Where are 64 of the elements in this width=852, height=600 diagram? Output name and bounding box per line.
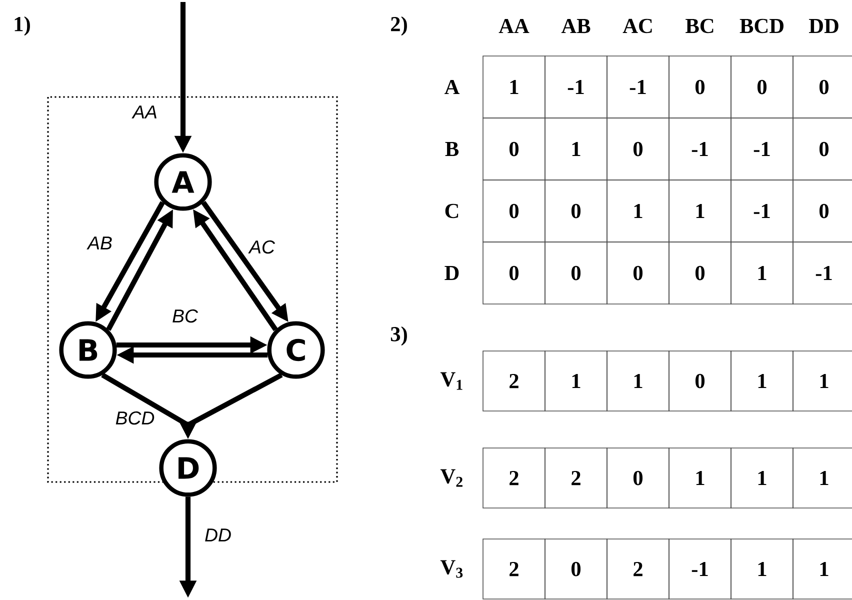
- table-cell: 0: [482, 242, 546, 304]
- column-header: AA: [498, 18, 530, 34]
- table-cell: 1: [544, 118, 608, 180]
- row-label: V$_{3}$: [440, 560, 463, 578]
- table-cell: 0: [606, 242, 670, 304]
- table-cell: 0: [482, 180, 546, 242]
- table-cell: 2: [482, 350, 546, 412]
- table-cell: -1: [544, 56, 608, 118]
- table-cell: 0: [606, 118, 670, 180]
- panel-number: 2): [391, 16, 407, 36]
- table-cell: 1: [730, 448, 794, 508]
- table-cell: 1: [668, 180, 732, 242]
- table-cell: 0: [544, 538, 608, 600]
- table-cell: 1: [482, 56, 546, 118]
- table-cell: 0: [792, 118, 852, 180]
- table-cell: -1: [668, 118, 732, 180]
- panel-number: 3): [390, 326, 407, 346]
- table-cell: -1: [606, 56, 670, 118]
- table-cell: -1: [730, 118, 794, 180]
- table-cell: 0: [668, 350, 732, 412]
- table-cell: -1: [668, 538, 732, 600]
- table-cell: 0: [668, 242, 732, 304]
- table-cell: -1: [730, 180, 794, 242]
- edge-label: AA: [131, 104, 159, 120]
- row-label: D: [444, 266, 459, 280]
- edge-label: BCD: [114, 410, 156, 426]
- table-cell: 1: [792, 350, 852, 412]
- table-cell: 1: [668, 448, 732, 508]
- table-cell: 0: [668, 56, 732, 118]
- table-cell: 0: [792, 56, 852, 118]
- table-cell: 2: [482, 538, 546, 600]
- edge-label: BC: [170, 308, 200, 324]
- table-cell: 0: [544, 242, 608, 304]
- column-header: AC: [622, 18, 652, 34]
- edge-label: AB: [86, 235, 114, 251]
- column-header: AB: [561, 18, 590, 34]
- table-cell: 1: [606, 180, 670, 242]
- edge-label: AC: [248, 239, 276, 255]
- table-cell: 1: [606, 350, 670, 412]
- edge-label: DD: [203, 527, 233, 543]
- row-label: C: [445, 204, 458, 218]
- table-cell: -1: [792, 242, 852, 304]
- table-cell: 1: [792, 538, 852, 600]
- column-header: BC: [686, 18, 714, 34]
- row-label: V$_{2}$: [440, 469, 462, 487]
- table-cell: 2: [544, 448, 608, 508]
- table-cell: 0: [544, 180, 608, 242]
- table-cell: 0: [730, 56, 794, 118]
- table-cell: 1: [730, 538, 794, 600]
- table-cell: 0: [482, 118, 546, 180]
- row-label: B: [445, 142, 459, 156]
- table-cell: 1: [730, 350, 794, 412]
- row-label: A: [444, 80, 460, 94]
- column-header: BCD: [740, 18, 784, 34]
- table-cell: 0: [606, 448, 670, 508]
- table-cell: 1: [730, 242, 794, 304]
- table-cell: 2: [606, 538, 670, 600]
- table-cell: 2: [482, 448, 546, 508]
- table-cell: 1: [544, 350, 608, 412]
- table-cell: 0: [792, 180, 852, 242]
- column-header: DD: [808, 19, 838, 33]
- panel-number: 1): [14, 16, 30, 36]
- table-cell: 1: [792, 448, 852, 508]
- row-label: V$_{1}$: [440, 372, 462, 390]
